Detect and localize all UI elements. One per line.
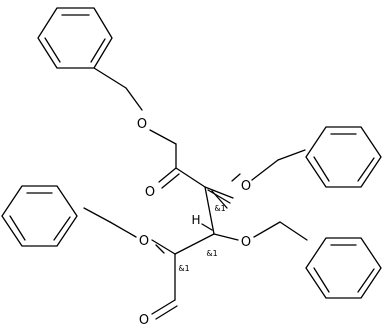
c2-benzyl-chain — [83, 207, 137, 238]
c4-stereo-label: &1 — [214, 204, 225, 213]
c4-oxygen-label: O — [241, 179, 251, 194]
c4-benzyl-chain — [251, 149, 306, 181]
c3-oxygen-label: O — [241, 235, 251, 250]
aldehyde-oxygen-label: O — [139, 313, 149, 328]
oxygen-atom-label: O — [137, 117, 147, 132]
c2-stereo-label: &1 — [178, 264, 189, 273]
c3-hydrogen-label: H — [191, 213, 200, 227]
c4-center: O &1 — [204, 173, 251, 213]
c2-center: O &1 — [139, 233, 215, 273]
c3-stereo-label: &1 — [206, 249, 217, 258]
c3-center: H &1 O — [191, 186, 251, 258]
c3-benzyl-chain — [253, 221, 308, 241]
benzyl-ring-right-top — [305, 126, 382, 188]
aldehyde-group: O — [139, 253, 178, 328]
c6-oxygen: O — [137, 117, 147, 132]
ketone-group: O — [145, 167, 206, 200]
benzyl-ring-left — [1, 185, 78, 247]
c2-oxygen-label: O — [139, 234, 149, 249]
ketone-oxygen-label: O — [145, 185, 155, 200]
c6-ether-chain — [93, 67, 177, 169]
benzyl-ring-right-bottom — [305, 237, 382, 299]
benzyl-ring-top — [37, 7, 113, 69]
